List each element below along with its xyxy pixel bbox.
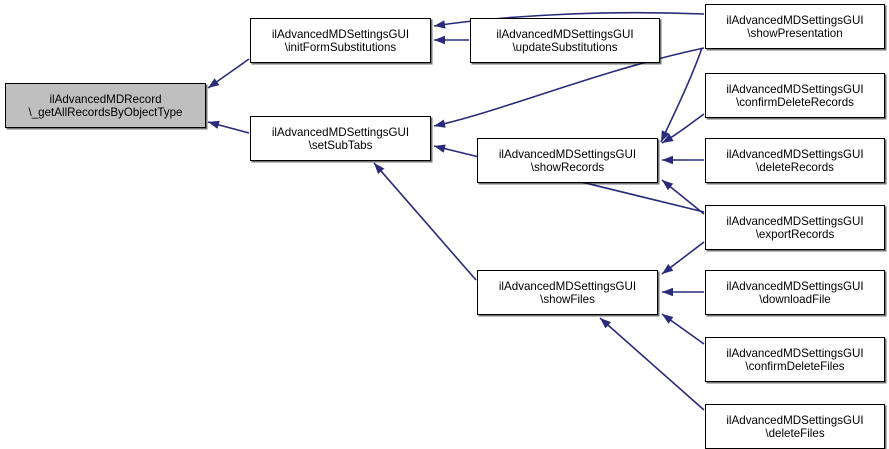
node-member-label: \confirmDeleteFiles	[745, 359, 845, 373]
edge-arrowhead	[434, 20, 446, 29]
graph-node-updateSubstitutions[interactable]: ilAdvancedMDSettingsGUI\updateSubstituti…	[470, 18, 660, 63]
edge-deleteRecords-to-showRecords	[662, 155, 704, 165]
edge-exportRecords-to-showFiles	[661, 241, 705, 275]
edge-arrowhead	[208, 78, 220, 88]
edge-arrowhead	[662, 155, 673, 165]
edge-arrowhead	[434, 35, 445, 45]
node-member-label: \deleteFiles	[765, 426, 825, 440]
edge-arrowhead	[374, 163, 385, 175]
node-member-label: \showPresentation	[747, 26, 843, 40]
node-member-label: \deleteRecords	[756, 160, 834, 174]
node-class-label: ilAdvancedMDSettingsGUI	[726, 346, 864, 360]
node-member-label: \updateSubstitutions	[512, 40, 618, 54]
node-class-label: ilAdvancedMDSettingsGUI	[498, 147, 637, 161]
graph-node-showRecords[interactable]: ilAdvancedMDSettingsGUI\showRecords	[477, 138, 658, 183]
graph-node-initFormSubstitutions[interactable]: ilAdvancedMDSettingsGUI\initFormSubstitu…	[250, 18, 431, 63]
edge-confirmDeleteRecords-to-showRecords	[661, 113, 705, 144]
node-member-label: \showFiles	[540, 292, 595, 306]
edge-arrowhead	[600, 318, 612, 329]
edge-showPresentation-to-showRecords	[660, 47, 703, 143]
graph-node-getAllRecordsByObjectType[interactable]: ilAdvancedMDRecord\_getAllRecordsByObjec…	[5, 83, 206, 128]
edge-arrowhead	[662, 180, 674, 191]
edge-updateSubstitutions-to-initFormSubstitutions	[434, 35, 469, 45]
node-class-label: ilAdvancedMDSettingsGUI	[496, 27, 634, 41]
graph-node-showPresentation[interactable]: ilAdvancedMDSettingsGUI\showPresentation	[705, 4, 885, 49]
node-member-label: \showRecords	[530, 160, 605, 174]
node-class-label: ilAdvancedMDRecord	[49, 92, 162, 106]
graph-node-deleteFiles[interactable]: ilAdvancedMDSettingsGUI\deleteFiles	[705, 404, 885, 449]
node-class-label: ilAdvancedMDSettingsGUI	[726, 413, 864, 427]
edge-showFiles-to-setSubTabs	[373, 162, 477, 281]
edge-showPresentation-to-initFormSubstitutions	[433, 11, 705, 29]
edge-arrowhead	[434, 144, 446, 153]
edge-arrowhead	[661, 130, 670, 142]
node-member-label: \exportRecords	[755, 227, 835, 241]
node-member-label: \confirmDeleteRecords	[736, 95, 854, 109]
node-class-label: ilAdvancedMDSettingsGUI	[271, 27, 410, 41]
edge-exportRecords-to-showRecords	[661, 179, 705, 215]
node-member-label: \downloadFile	[759, 292, 831, 306]
node-member-label: \setSubTabs	[308, 138, 373, 152]
edge-arrowhead	[662, 133, 674, 143]
node-member-label: \_getAllRecordsByObjectType	[28, 105, 183, 119]
edge-arrowhead	[208, 120, 220, 129]
edge-confirmDeleteFiles-to-showFiles	[661, 313, 705, 345]
node-class-label: ilAdvancedMDSettingsGUI	[726, 214, 864, 228]
edge-arrowhead	[662, 314, 674, 324]
node-class-label: ilAdvancedMDSettingsGUI	[498, 279, 637, 293]
edge-setSubTabs-to-getAllRecordsByObjectType	[207, 120, 250, 134]
edge-arrowhead	[434, 119, 446, 128]
node-class-label: ilAdvancedMDSettingsGUI	[271, 125, 410, 139]
edge-arrowhead	[662, 263, 674, 274]
edge-downloadFile-to-showFiles	[662, 287, 704, 297]
graph-node-confirmDeleteFiles[interactable]: ilAdvancedMDSettingsGUI\confirmDeleteFil…	[705, 337, 885, 382]
edge-showPresentation-to-setSubTabs	[433, 47, 705, 128]
graph-node-deleteRecords[interactable]: ilAdvancedMDSettingsGUI\deleteRecords	[705, 138, 885, 183]
edge-arrowhead	[662, 287, 673, 297]
graph-node-showFiles[interactable]: ilAdvancedMDSettingsGUI\showFiles	[477, 270, 658, 315]
edge-initFormSubstitutions-to-getAllRecordsByObjectType	[207, 58, 250, 89]
node-class-label: ilAdvancedMDSettingsGUI	[726, 13, 864, 27]
node-class-label: ilAdvancedMDSettingsGUI	[726, 279, 864, 293]
node-member-label: \initFormSubstitutions	[284, 40, 397, 54]
node-class-label: ilAdvancedMDSettingsGUI	[726, 147, 864, 161]
graph-node-downloadFile[interactable]: ilAdvancedMDSettingsGUI\downloadFile	[705, 270, 885, 315]
edge-deleteFiles-to-showFiles	[599, 317, 705, 411]
graph-node-exportRecords[interactable]: ilAdvancedMDSettingsGUI\exportRecords	[705, 205, 885, 250]
graph-node-setSubTabs[interactable]: ilAdvancedMDSettingsGUI\setSubTabs	[250, 116, 431, 161]
graph-node-confirmDeleteRecords[interactable]: ilAdvancedMDSettingsGUI\confirmDeleteRec…	[705, 73, 885, 118]
node-class-label: ilAdvancedMDSettingsGUI	[726, 82, 864, 96]
